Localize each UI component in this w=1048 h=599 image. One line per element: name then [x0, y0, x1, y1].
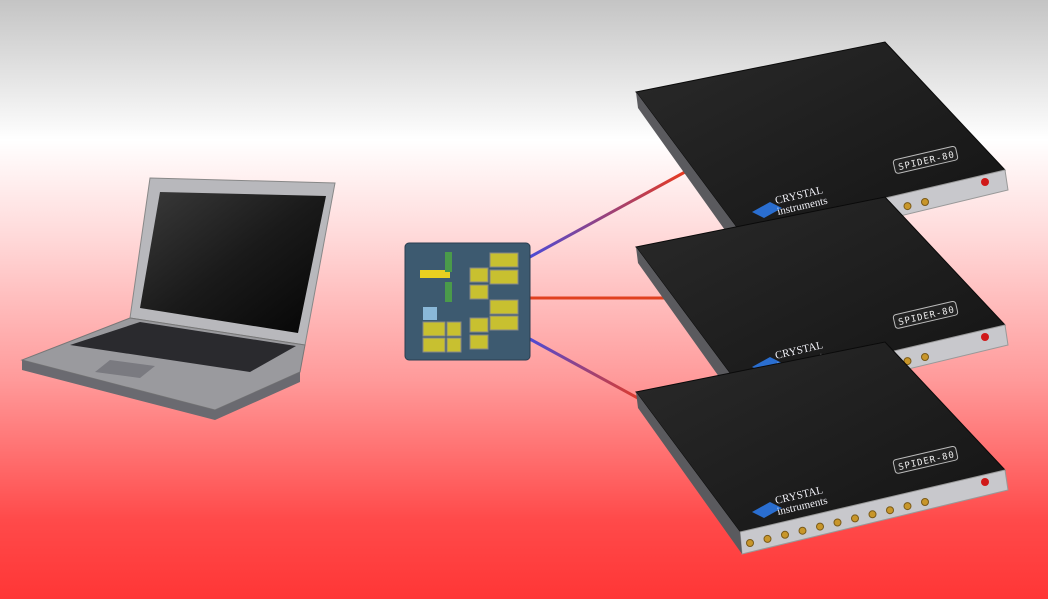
crystal-logo-icon — [752, 202, 782, 218]
model-badge — [892, 145, 959, 174]
laptop-keyboard — [70, 322, 296, 372]
laptop-front-edge — [22, 360, 300, 420]
bnc-connector — [903, 202, 912, 211]
bnc-connector — [798, 526, 807, 535]
laptop — [20, 177, 336, 420]
bnc-connectors — [746, 498, 929, 547]
bnc-connector — [833, 518, 842, 527]
cable-switch-device-1 — [527, 170, 686, 260]
bnc-connector — [903, 502, 912, 511]
model-badge — [892, 445, 959, 474]
spider-device-1: CRYSTAL instruments SPIDER-80 — [635, 41, 1009, 255]
power-button[interactable] — [981, 333, 989, 341]
device-left-edge — [636, 392, 742, 554]
switch-ports — [422, 252, 519, 353]
bnc-connector — [816, 522, 824, 531]
crystal-logo-icon — [752, 502, 782, 518]
bnc-connector — [921, 198, 929, 206]
bnc-connector — [903, 357, 912, 366]
device-left-edge — [636, 247, 742, 409]
network-switch — [404, 242, 531, 361]
bnc-connector — [746, 539, 754, 547]
laptop-touchpad — [95, 360, 155, 378]
bnc-connector — [851, 514, 859, 523]
bnc-connector — [868, 510, 877, 519]
device-left-edge — [636, 92, 742, 254]
cables — [312, 170, 686, 404]
bnc-connector — [921, 498, 929, 506]
bnc-connector — [886, 506, 894, 515]
power-button[interactable] — [981, 178, 989, 186]
spider-device-3: CRYSTAL instruments SPIDER-80 — [635, 341, 1009, 555]
bnc-connector — [921, 353, 929, 361]
power-button[interactable] — [981, 478, 989, 486]
bnc-connector — [763, 534, 772, 543]
model-badge — [892, 300, 959, 329]
cable-switch-device-3 — [527, 336, 646, 404]
bnc-connector — [781, 530, 789, 539]
laptop-screen — [140, 192, 326, 333]
